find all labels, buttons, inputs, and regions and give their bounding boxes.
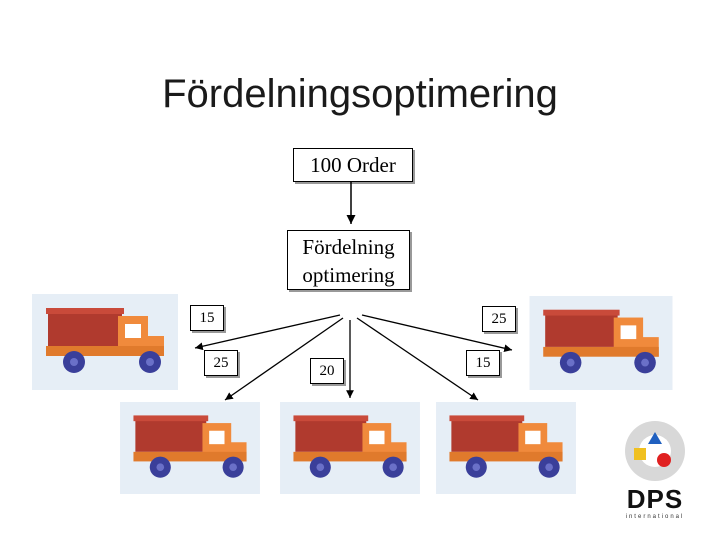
truck-image [529,296,673,390]
optimizer-box: Fördelning optimering [287,230,410,290]
allocation-bottom-left: 25 [204,350,238,376]
truck-image [120,402,260,494]
dps-logo-subtext: international [625,514,685,520]
truck-image [32,294,178,390]
allocation-bottom-middle: 20 [310,358,344,384]
optimizer-label-line1: Fördelning [302,235,395,259]
allocation-right-top: 25 [482,306,516,332]
order-box: 100 Order [293,148,413,182]
truck-image [280,402,420,494]
allocation-left-top: 15 [190,305,224,331]
arrow-to-truck-bottom-left [224,317,344,401]
arrow-to-truck-bottom-right [356,317,479,401]
allocation-bottom-right: 15 [466,350,500,376]
arrow-to-truck-right-top [361,314,513,353]
arrow-to-truck-left-top [194,314,341,351]
truck-image [436,402,576,494]
dps-logo: DPS international [620,420,690,520]
dps-logo-text: DPS [626,484,684,514]
dps-logo-mark [625,421,685,481]
optimizer-label-line2: optimering [302,263,395,287]
page-title: Fördelningsoptimering [162,72,558,116]
